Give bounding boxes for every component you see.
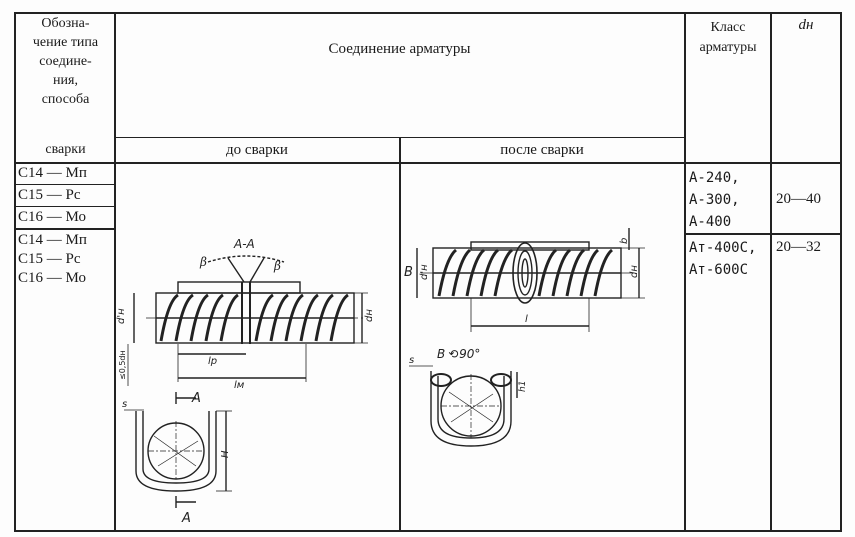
rebar-class-value: А-400 [689,214,732,230]
col-divider-1 [114,12,116,532]
dim-label: s [122,399,127,410]
col-divider-2 [684,12,686,532]
row-designation: С14 — Мп [18,232,87,248]
section-label: A-A [233,237,255,251]
view-label: B ⟲90° [437,347,480,361]
rebar-class-value: А-240, [689,170,740,186]
rebar-class-value: Ат-600С [689,262,749,278]
row-line-1 [14,184,115,185]
table-right-border [840,12,842,532]
dim-label: b [619,238,630,244]
rebar-class-value: А-300, [689,192,740,208]
dim-label: H [220,450,231,458]
dim-label: lр [208,356,217,367]
section-arrow-label: A [181,511,191,526]
dim-label: l [525,314,528,325]
dim-label: ≤0,5dн [118,350,127,380]
dim-label: h1 [518,381,528,392]
header-sub-line [114,137,685,138]
row-group-line [14,228,115,230]
header-designation-last: сварки [45,142,86,157]
header-dn: dн [798,17,814,33]
section-arrow-label: A [191,391,201,406]
header-designation-line: соедине- [39,54,92,69]
after-welding-drawing: B B ⟲90° d'н dн b l s h1 [404,228,645,447]
dim-label: lм [234,380,245,391]
header-designation: Обозна- чение типа соедине- ния, способа [17,14,114,109]
row-group-line-right [684,233,841,235]
table-bottom-border [14,530,842,532]
row-designation: С15 — Рс [18,251,81,267]
table-left-border [14,12,16,532]
dim-label: s [409,355,414,366]
dim-label: d'н [116,308,127,324]
row-designation: С16 — Мо [18,270,86,286]
view-label: B [404,265,413,280]
header-designation-line: Обозна- [41,16,90,31]
col-divider-3 [770,12,772,532]
row-line-2 [14,206,115,207]
header-before-welding: до сварки [226,142,288,158]
dn-value: 20—32 [776,239,821,255]
angle-label: β [273,259,281,273]
header-designation-line: чение типа [32,35,99,50]
header-designation-line: ния, [53,73,78,88]
row-designation: С16 — Мо [18,209,86,225]
rebar-class-value: Ат-400С, [689,240,757,256]
before-welding-drawing: A-A β β d'н dн ≤0,5dн lр lм s A A H [116,237,375,526]
header-after-welding: после сварки [500,142,584,158]
header-designation-line: способа [41,92,90,107]
header-rebar-class: Класс арматуры [699,20,757,55]
header-main-title: Соединение арматуры [328,41,471,57]
angle-label: β [199,255,207,269]
header-bottom-line [14,162,842,164]
dim-label: dн [629,265,640,278]
table-top-border [14,12,842,14]
dim-label: dн [364,309,375,322]
col-divider-before-after [399,137,401,532]
row-designation: С15 — Рс [18,187,81,203]
dim-label: d'н [419,264,430,280]
dn-value: 20—40 [776,191,821,207]
row-designation: С14 — Мп [18,165,87,181]
